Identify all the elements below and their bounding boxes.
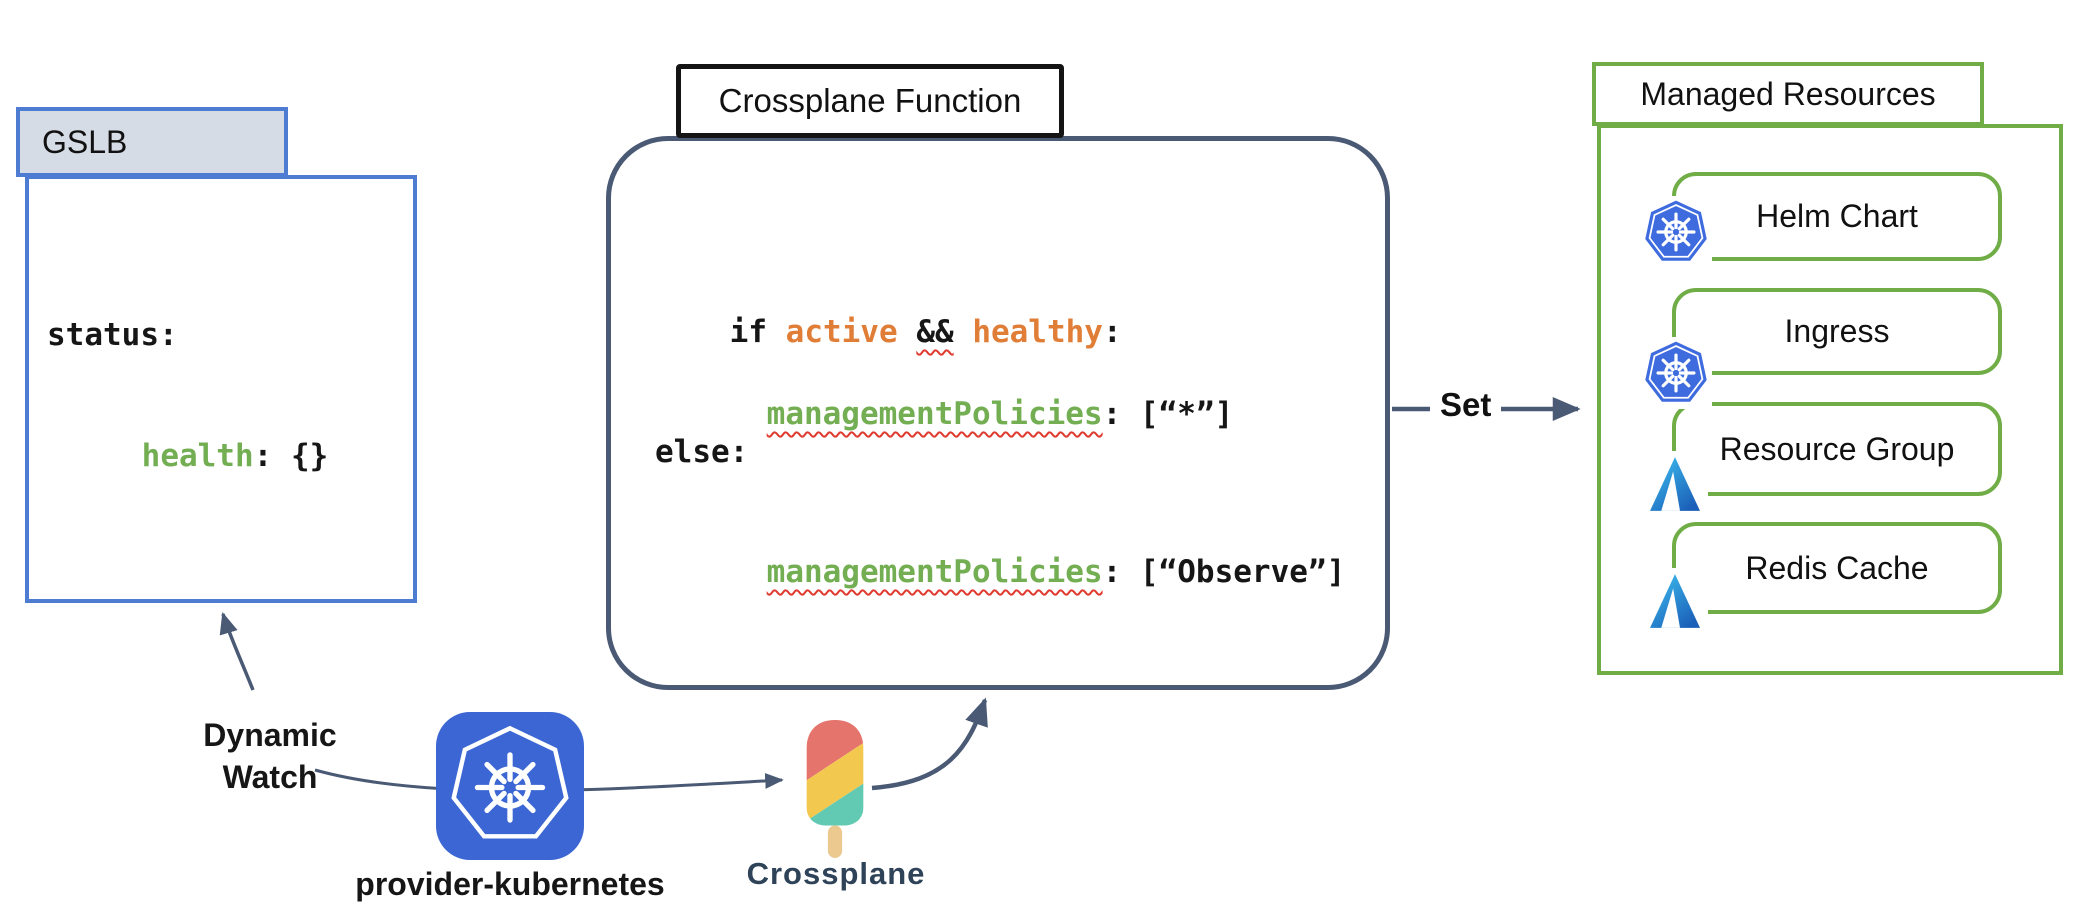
resource-label: Redis Cache (1745, 549, 1929, 586)
key-management-policies: managementPolicies (766, 396, 1103, 432)
resource-resource-group: Resource Group (1672, 402, 2002, 496)
azure-icon (1642, 568, 1708, 634)
fn-code-line-if: if active && healthy: (655, 272, 1122, 392)
fn-code-line-policy-observe: managementPolicies: [“Observe”] (692, 512, 1346, 632)
space (898, 314, 917, 350)
crossplane-label: Crossplane (746, 856, 926, 891)
crossplane-popsicle-icon (802, 718, 868, 860)
set-arrow-label: Set (1430, 386, 1502, 424)
resource-label: Helm Chart (1756, 198, 1918, 234)
gslb-health-key: health (141, 438, 254, 474)
gslb-code-health: health: {} (67, 396, 329, 516)
colon: : (1102, 314, 1122, 350)
gslb-title: GSLB (42, 123, 128, 160)
key-management-policies: managementPolicies (766, 554, 1103, 590)
value-star: : [“*”] (1102, 396, 1234, 432)
managed-resources-title: Managed Resources (1640, 75, 1936, 112)
var-active: active (785, 314, 898, 350)
crossplane-function-title-box: Crossplane Function (676, 64, 1064, 138)
gslb-code-status: status: (47, 317, 178, 353)
kubernetes-icon (1640, 196, 1712, 268)
dynamic-watch-label: Dynamic Watch (203, 717, 337, 795)
value-observe: : [“Observe”] (1102, 554, 1346, 590)
crossplane-function-title: Crossplane Function (718, 82, 1022, 119)
managed-resources-title-box: Managed Resources (1592, 62, 1984, 126)
resource-ingress: Ingress (1672, 288, 2002, 375)
resource-helm-chart: Helm Chart (1672, 172, 2002, 261)
fn-code-line-else: else: (655, 434, 749, 470)
crossplane-function-box (606, 136, 1390, 690)
op-and: && (916, 314, 954, 350)
resource-label: Ingress (1784, 313, 1890, 349)
fn-code-line-policy-all: managementPolicies: [“*”] (692, 354, 1234, 474)
gslb-folder-body (25, 175, 417, 603)
resource-label: Resource Group (1719, 430, 1955, 467)
gslb-health-value: : {} (253, 438, 329, 474)
var-healthy: healthy (972, 314, 1103, 350)
provider-kubernetes-label: provider-kubernetes (355, 866, 665, 902)
resource-redis-cache: Redis Cache (1672, 522, 2002, 614)
gslb-folder-tab: GSLB (16, 107, 288, 177)
space (954, 314, 973, 350)
arrow-crossplane-to-function (871, 697, 988, 791)
azure-icon (1642, 451, 1708, 517)
kubernetes-icon (1640, 337, 1712, 409)
kw-if: if (729, 314, 786, 350)
arrow-dynamic-watch-to-gslb (219, 612, 255, 691)
kubernetes-icon (436, 712, 584, 860)
